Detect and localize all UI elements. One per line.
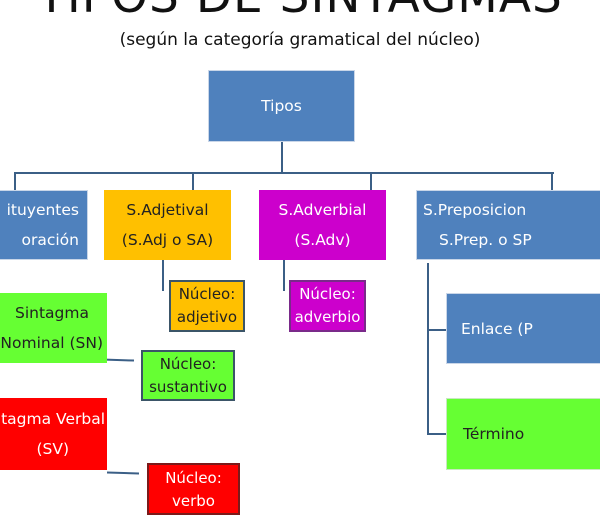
constituent-sintagma-verbal: ntagma Verbal (SV) — [0, 398, 107, 470]
category-label-line2: S.Prep. o SP — [439, 231, 532, 249]
connector-cat-1 — [14, 172, 16, 190]
constituent-sintagma-nominal: Sintagma Nominal (SN) — [0, 293, 107, 363]
constituent-label-line2: (SV) — [36, 440, 69, 458]
category-label-line1: ituyentes — [6, 201, 79, 219]
nucleus-label-line1: Núcleo: — [299, 285, 356, 303]
nucleus-adjetivo: Núcleo: adjetivo — [169, 280, 245, 332]
connector-cat-3 — [370, 172, 372, 190]
nucleus-label-line1: Núcleo: — [165, 469, 222, 487]
prep-part-enlace: Enlace (P — [446, 293, 600, 364]
connector-root — [281, 142, 283, 174]
prep-part-label: Término — [463, 425, 525, 443]
connector-adj-nucleus — [162, 259, 164, 291]
category-label-line2: (S.Adv) — [294, 231, 351, 249]
constituent-label-line1: ntagma Verbal — [0, 410, 105, 428]
constituent-label-line2: Nominal (SN) — [0, 334, 103, 352]
root-node-tipos: Tipos — [208, 70, 355, 142]
nucleus-verbo: Núcleo: verbo — [147, 463, 240, 515]
category-label-line1: S.Adjetival — [126, 201, 209, 219]
category-label-line1: S.Adverbial — [278, 201, 367, 219]
nucleus-sustantivo: Núcleo: sustantivo — [141, 350, 235, 401]
category-adverbial: S.Adverbial (S.Adv) — [259, 190, 386, 260]
page-title: TIPOS DE SINTAGMAS — [0, 0, 600, 24]
category-label-line1: S.Preposicion — [423, 201, 527, 219]
nucleus-label-line2: sustantivo — [149, 377, 227, 396]
connector-sv-nucleus — [106, 471, 140, 475]
connector-prep-vertical — [427, 263, 429, 435]
connector-cat-2 — [192, 172, 194, 190]
category-label-line2: (S.Adj o SA) — [121, 231, 214, 249]
nucleus-label-line1: Núcleo: — [178, 285, 236, 303]
category-adjetival: S.Adjetival (S.Adj o SA) — [104, 190, 231, 260]
category-preposicional: S.Preposicion S.Prep. o SP — [416, 190, 600, 260]
root-label: Tipos — [261, 97, 302, 115]
nucleus-label-line1: Núcleo: — [159, 354, 217, 373]
constituent-label-line1: Sintagma — [15, 304, 89, 322]
prep-part-label: Enlace (P — [461, 319, 533, 338]
connector-horizontal — [14, 172, 554, 174]
category-constituyentes: ituyentes oración — [0, 190, 88, 260]
connector-prep-termino — [427, 433, 447, 435]
page-subtitle: (según la categoría gramatical del núcle… — [119, 30, 481, 50]
nucleus-label-line2: adjetivo — [176, 308, 238, 326]
connector-prep-enlace — [427, 329, 447, 331]
prep-part-termino: Término — [446, 398, 600, 470]
category-label-line2: oración — [21, 231, 80, 249]
connector-adv-nucleus — [283, 260, 285, 291]
nucleus-label-line2: adverbio — [294, 308, 361, 326]
connector-cat-4 — [551, 172, 553, 190]
nucleus-adverbio: Núcleo: adverbio — [289, 280, 366, 332]
nucleus-label-line2: verbo — [172, 492, 215, 510]
